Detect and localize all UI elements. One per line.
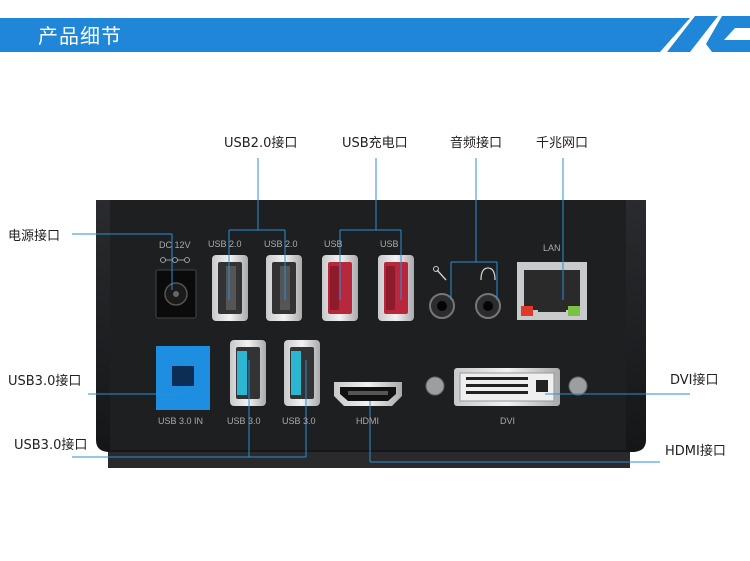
usb30-port-b	[284, 340, 320, 406]
usb20-port-b	[266, 255, 302, 321]
dvi-label: DVI	[500, 416, 516, 426]
usb-charge-label-b: USB	[380, 239, 399, 249]
usb30-in-port	[156, 346, 210, 410]
callout-audio: 音频接口	[450, 136, 503, 151]
callout-hdmi: HDMI接口	[665, 444, 726, 459]
usb30-label-a: USB 3.0	[227, 416, 261, 426]
hdmi-port	[334, 382, 402, 406]
usb20-label-b: USB 2.0	[264, 239, 298, 249]
callout-usb30-left: USB3.0接口	[8, 374, 82, 389]
callout-dvi: DVI接口	[670, 373, 719, 388]
page-title: 产品细节	[38, 24, 122, 48]
usb30-port-a	[230, 340, 266, 406]
power-jack	[155, 257, 197, 319]
callout-usb30-bottom: USB3.0接口	[14, 438, 88, 453]
dvi-port	[425, 368, 588, 406]
callout-power: 电源接口	[8, 229, 61, 244]
hdmi-label: HDMI	[356, 416, 379, 426]
usb20-label-a: USB 2.0	[208, 239, 242, 249]
leader-lines	[72, 158, 690, 463]
callout-usb20: USB2.0接口	[224, 136, 298, 151]
callout-usb-charge: USB充电口	[342, 136, 408, 151]
headphone-jack	[475, 267, 501, 319]
dc-label: DC 12V	[159, 240, 191, 250]
mic-jack	[429, 266, 455, 319]
lan-label: LAN	[543, 243, 561, 253]
section-banner	[0, 16, 750, 52]
usb-charge-port-b	[378, 255, 414, 321]
callout-lan: 千兆网口	[536, 136, 589, 151]
lan-port	[517, 262, 587, 320]
usb30-in-label: USB 3.0 IN	[158, 416, 204, 426]
usb-charge-label-a: USB	[324, 239, 343, 249]
usb20-port-a	[212, 255, 248, 321]
usb30-label-b: USB 3.0	[282, 416, 316, 426]
